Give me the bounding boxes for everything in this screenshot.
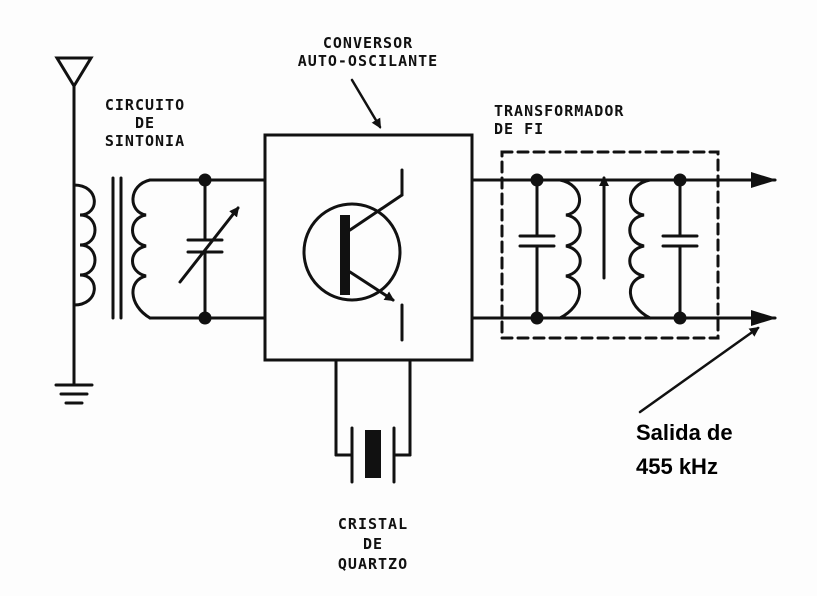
if-capacitor-2 <box>661 173 699 325</box>
label-line: DE <box>134 114 156 132</box>
label-line: SINTONIA <box>104 132 186 150</box>
converter-box <box>263 133 474 362</box>
tuning-coil <box>131 178 152 320</box>
output-note: Salida de 455 kHz <box>636 418 733 482</box>
crystal-label: CRISTAL DE QUARTZO <box>318 514 428 574</box>
if-coil-primary <box>558 178 582 320</box>
converter-label: CONVERSOR AUTO-OSCILANTE <box>258 34 478 70</box>
if-capacitor-1 <box>518 173 556 325</box>
label-line: DE <box>362 535 384 553</box>
label-line: AUTO-OSCILANTE <box>297 52 439 70</box>
antenna-icon <box>54 56 94 382</box>
note-line: Salida de <box>636 420 733 445</box>
output-pointer-arrow <box>638 326 760 414</box>
note-line: 455 kHz <box>636 454 718 479</box>
ground-icon <box>54 378 94 405</box>
crystal-icon <box>334 358 412 484</box>
label-line: QUARTZO <box>337 555 409 573</box>
tuning-label: CIRCUITO DE SINTONIA <box>90 96 200 150</box>
label-line: CIRCUITO <box>104 96 186 114</box>
label-line: DE FI <box>494 120 545 138</box>
label-line: CRISTAL <box>337 515 409 533</box>
variable-capacitor-icon <box>178 178 240 320</box>
transistor-icon <box>302 168 404 342</box>
label-line: CONVERSOR <box>322 34 414 52</box>
label-line: TRANSFORMADOR <box>494 102 625 120</box>
antenna-coil <box>72 183 97 307</box>
if-transformer-label: TRANSFORMADOR DE FI <box>494 102 654 138</box>
if-coil-secondary <box>628 178 652 320</box>
if-transformer-box <box>500 150 720 340</box>
